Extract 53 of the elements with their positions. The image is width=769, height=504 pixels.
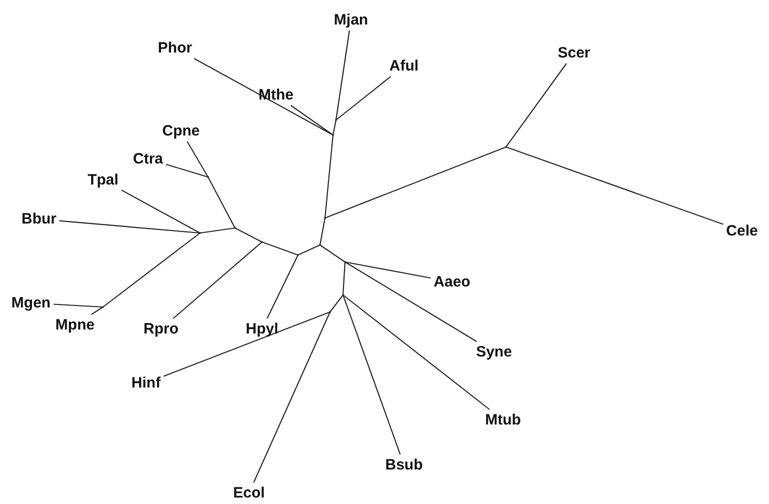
- tree-branch: [172, 242, 262, 319]
- tree-branch: [59, 220, 200, 234]
- taxon-label: Cpne: [160, 122, 202, 140]
- taxon-label: Hpyl: [244, 320, 280, 338]
- taxon-label: Tpal: [86, 170, 120, 190]
- tree-branch: [262, 241, 298, 256]
- tree-branch: [166, 164, 208, 178]
- taxon-label: Mthe: [256, 86, 296, 104]
- tree-branch: [336, 76, 392, 120]
- taxon-label: Ecol: [231, 484, 267, 502]
- taxon-label: Mjan: [332, 10, 370, 30]
- taxon-label: Bsub: [383, 456, 425, 474]
- taxon-label: Mtub: [483, 410, 523, 430]
- taxon-label: Mpne: [53, 316, 97, 334]
- tree-branch: [335, 30, 350, 120]
- tree-branch: [342, 262, 346, 296]
- tree-branch: [253, 312, 330, 483]
- taxon-label: Aful: [387, 56, 421, 76]
- tree-branch: [194, 58, 334, 136]
- tree-branch: [344, 262, 477, 342]
- tree-branch: [290, 105, 334, 136]
- tree-branch: [324, 134, 334, 218]
- tree-branch: [163, 311, 330, 377]
- tree-branch: [200, 227, 236, 234]
- tree-branch: [342, 294, 490, 410]
- tree-branch: [266, 254, 298, 319]
- taxon-label: Hinf: [129, 374, 163, 392]
- tree-branch: [506, 63, 567, 148]
- tree-branch: [320, 244, 346, 262]
- tree-branch: [186, 141, 208, 178]
- taxon-label: Mgen: [9, 294, 53, 312]
- tree-branch: [91, 306, 104, 315]
- taxon-label: Ctra: [131, 150, 165, 168]
- tree-branch: [332, 120, 337, 136]
- tree-branch: [234, 228, 262, 242]
- taxon-label: Rpro: [142, 320, 180, 338]
- tree-branch: [54, 304, 104, 308]
- tree-branch: [344, 261, 431, 279]
- taxon-label: Syne: [474, 342, 514, 362]
- taxon-label: Scer: [556, 44, 592, 62]
- tree-branch: [330, 294, 344, 312]
- tree-branch: [342, 294, 401, 455]
- tree-branch: [319, 218, 326, 246]
- tree-branch: [506, 146, 724, 225]
- taxon-label: Phor: [156, 38, 194, 58]
- taxon-label: Bbur: [20, 210, 58, 228]
- taxon-label: Aaeo: [432, 272, 472, 292]
- tree-branch: [102, 232, 200, 308]
- tree-branch: [298, 244, 320, 256]
- tree-branch: [121, 190, 200, 234]
- tree-branch: [208, 176, 236, 228]
- taxon-label: Cele: [724, 222, 760, 240]
- tree-branch: [324, 146, 506, 219]
